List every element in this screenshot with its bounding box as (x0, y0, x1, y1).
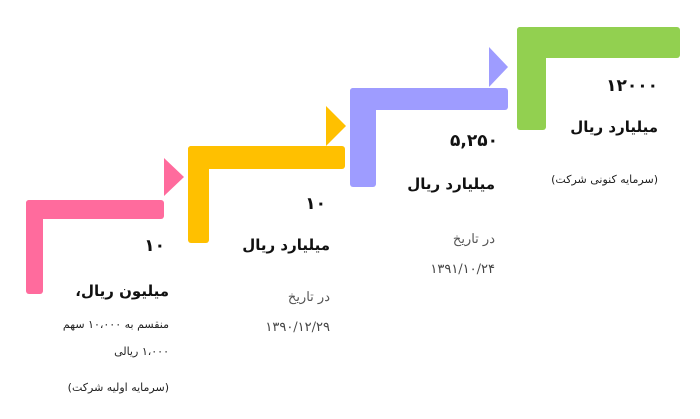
step4-value: ۱۲۰۰۰ (606, 76, 658, 96)
step1-note: (سرمایه اولیه شرکت) (67, 381, 169, 394)
step2-date: ۱۳۹۰/۱۲/۲۹ (265, 320, 330, 335)
step2-date-label: در تاریخ (287, 290, 330, 305)
step1-detail-line1: منقسم به ۱۰،۰۰۰ سهم (62, 318, 169, 331)
step2-horizontal-bar (188, 146, 345, 169)
step3-date: ۱۳۹۱/۱۰/۲۴ (430, 262, 495, 277)
step1-arrow-icon (164, 158, 184, 196)
step2-value: ۱۰ (305, 194, 326, 214)
step3-date-label: در تاریخ (452, 232, 495, 247)
step1-value: ۱۰ (144, 236, 165, 256)
step3-horizontal-bar (350, 88, 508, 110)
step1-horizontal-bar (26, 200, 164, 219)
step2-arrow-icon (326, 106, 346, 146)
step1-detail-line2: ۱،۰۰۰ ریالی (114, 345, 169, 358)
step3-value: ۵,۲۵۰ (450, 131, 498, 151)
step2-vertical-bar (188, 146, 209, 243)
step4-unit: میلیارد ریال (570, 118, 658, 136)
step1-vertical-bar (26, 200, 43, 294)
step4-note: (سرمایه کنونی شرکت) (551, 173, 658, 186)
step3-arrow-icon (489, 47, 508, 87)
step4-horizontal-bar (517, 27, 680, 58)
step2-unit: میلیارد ریال (242, 236, 330, 254)
step1-unit: میلیون ریال، (75, 282, 169, 300)
step3-unit: میلیارد ریال (407, 175, 495, 193)
